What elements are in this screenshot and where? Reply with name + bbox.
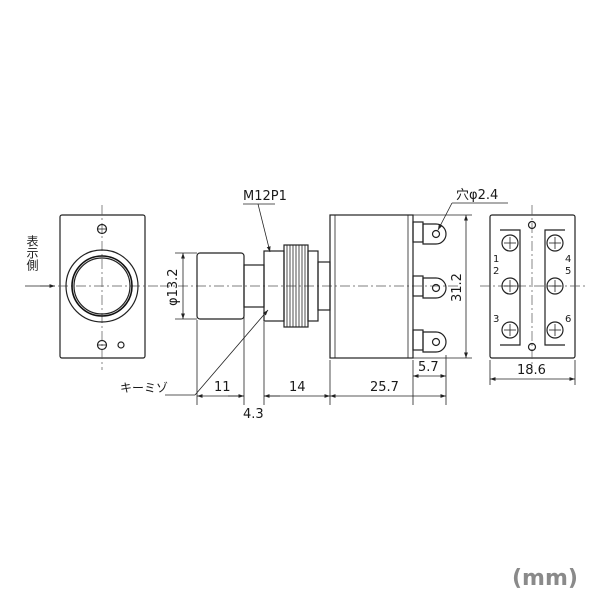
terminal-label-3: 3 [493, 314, 499, 325]
screw-hole-top [96, 223, 108, 235]
knurl-label: キーミゾ [120, 381, 168, 395]
front-view [25, 205, 160, 370]
dim-diameter-label: φ13.2 [166, 268, 181, 306]
hole-leader [437, 202, 508, 231]
dim-18-6 [489, 360, 576, 385]
terminal-label-6: 6 [565, 314, 571, 325]
knurl-leader [165, 309, 269, 396]
dim-31-2-label: 31.2 [450, 273, 465, 302]
dim-18-6-label: 18.6 [517, 363, 546, 378]
dim-14-label: 14 [289, 380, 306, 395]
hole-label: 穴φ2.4 [456, 188, 498, 203]
rear-screw-top [527, 220, 537, 230]
terminal-screw-5 [546, 277, 564, 295]
terminal-label-5: 5 [565, 266, 571, 277]
dim-31-2 [413, 214, 472, 359]
terminal-column-right [544, 229, 565, 346]
dim-5-7-label: 5.7 [418, 360, 439, 375]
terminal-screw-6 [546, 321, 564, 339]
side-view [160, 214, 460, 359]
terminal-screw-1 [501, 234, 519, 252]
screw-hole-bottom [96, 339, 108, 351]
terminal-label-1: 1 [493, 254, 499, 265]
dim-4-3-label: 4.3 [243, 407, 264, 422]
terminal-lugs [422, 223, 447, 353]
mounting-nut [263, 244, 331, 328]
rear-view [480, 205, 585, 370]
dim-11-label: 11 [214, 380, 231, 395]
display-side-label: 表示側 [25, 235, 39, 271]
terminal-label-2: 2 [493, 266, 499, 277]
thread-label: M12P1 [243, 189, 287, 204]
dim-diameter [175, 252, 197, 320]
dim-25-7-label: 25.7 [370, 380, 399, 395]
terminal-screw-3 [501, 321, 519, 339]
rear-screw-bottom [527, 342, 537, 352]
terminal-screw-2 [501, 277, 519, 295]
key-mark [117, 341, 125, 349]
switch-body [329, 214, 424, 359]
unit-label: (mm) [512, 566, 578, 591]
thread-leader [243, 203, 275, 253]
terminal-column-left [500, 229, 521, 346]
terminal-label-4: 4 [565, 254, 571, 265]
terminal-screw-4 [546, 234, 564, 252]
